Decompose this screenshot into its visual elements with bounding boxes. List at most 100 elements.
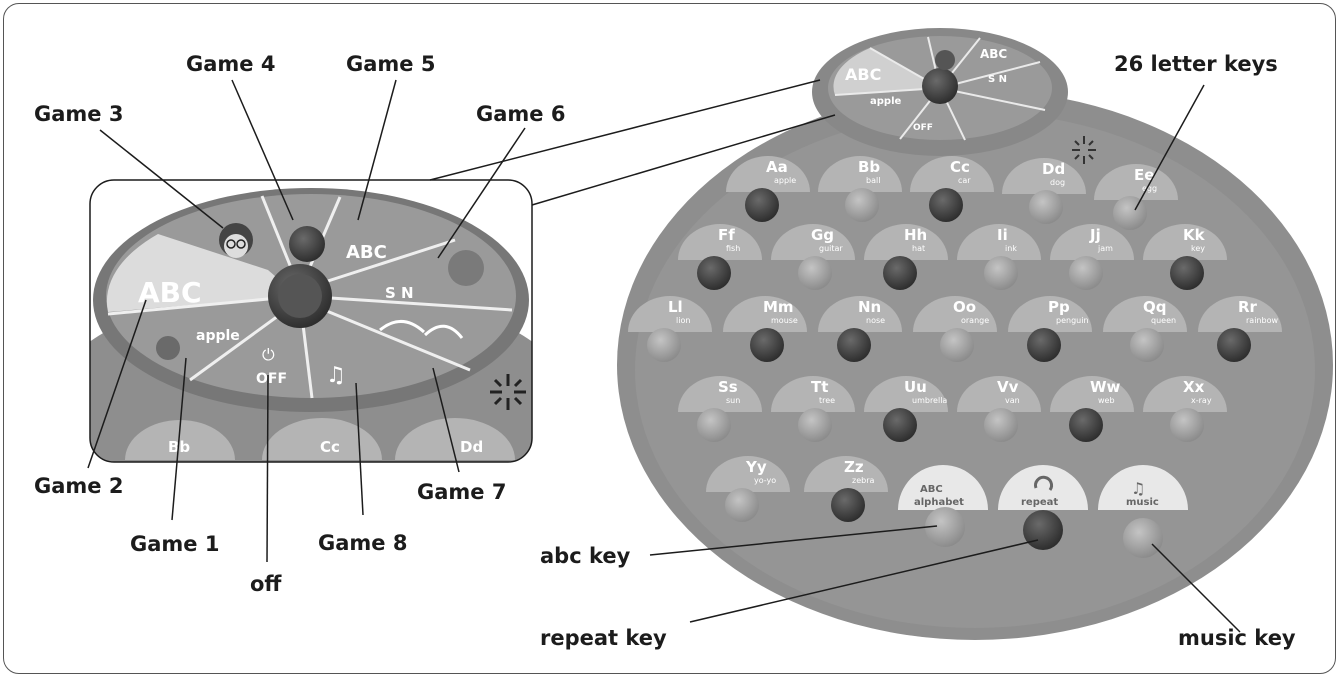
letter-key-word: nose (866, 316, 885, 325)
letter-key-plate (1143, 224, 1227, 260)
letter-key-button[interactable] (1170, 408, 1204, 442)
letter-key-plate (818, 296, 902, 332)
zoom-abc-label: ABC (138, 276, 202, 309)
zoom-off-label: OFF (256, 371, 287, 387)
letter-key-plate (706, 456, 790, 492)
letter-key-button[interactable] (750, 328, 784, 362)
zoom-key-cc: Cc (320, 438, 340, 456)
repeat-key-button[interactable] (1023, 510, 1063, 550)
letter-key-button[interactable] (1029, 190, 1063, 224)
letter-key-word: apple (774, 176, 796, 185)
abc-key-label: alphabet (914, 497, 964, 508)
letter-key-plate (1094, 164, 1178, 200)
letter-key-button[interactable] (883, 256, 917, 290)
letter-key-button[interactable] (725, 488, 759, 522)
letter-key-word: fish (726, 244, 740, 253)
letter-key-button[interactable] (984, 408, 1018, 442)
letter-key-letter: Cc (950, 158, 970, 176)
abc-key-button[interactable] (925, 507, 965, 547)
letter-key-plate (678, 376, 762, 412)
letter-key-letter: Ll (668, 298, 683, 316)
letter-key-word: orange (961, 316, 989, 325)
letter-key-button[interactable] (1069, 408, 1103, 442)
letter-key-word: guitar (819, 244, 843, 253)
letter-key-button[interactable] (883, 408, 917, 442)
letter-key-button[interactable] (845, 188, 879, 222)
letter-key-button[interactable] (798, 408, 832, 442)
letter-key-plate (1198, 296, 1282, 332)
music-key[interactable]: ♫ music (1098, 465, 1188, 558)
zoom-connectors (429, 79, 836, 206)
letter-key-button[interactable] (798, 256, 832, 290)
zoom-abc-sector (106, 234, 298, 312)
letter-key-button[interactable] (1069, 256, 1103, 290)
abc-key[interactable]: ABC alphabet (898, 465, 988, 547)
letter-key-word: jam (1097, 244, 1113, 253)
diagram-frame (3, 3, 1336, 674)
letter-key-button[interactable] (697, 408, 731, 442)
game-8-label: Game 8 (318, 531, 407, 555)
top-dial-sn-label: S N (988, 74, 1007, 85)
game-6-label: Game 6 (476, 102, 565, 126)
letter-key-letter: Ee (1134, 166, 1154, 184)
letter-key-letter: Gg (811, 226, 834, 244)
letter-key-button[interactable] (984, 256, 1018, 290)
repeat-key[interactable]: repeat (998, 465, 1088, 550)
letter-key-button[interactable] (1027, 328, 1061, 362)
letter-key-button[interactable] (1217, 328, 1251, 362)
abc-key-symbol: ABC (920, 484, 943, 495)
letter-key-word: tree (819, 396, 835, 405)
letter-key-plate (726, 156, 810, 192)
top-dial-off-label: OFF (913, 123, 933, 133)
function-keys: ABC alphabet repeat ♫ music (898, 465, 1188, 558)
letter-key-x[interactable]: Xxx-ray (1143, 376, 1227, 442)
letter-key-button[interactable] (831, 488, 865, 522)
game-4-label: Game 4 (186, 52, 275, 76)
letter-key-letter: Rr (1238, 298, 1258, 316)
letter-key-plate (771, 224, 855, 260)
zoom-speaker-icon (490, 374, 526, 410)
letter-key-button[interactable] (929, 188, 963, 222)
letter-key-letter: Vv (997, 378, 1019, 396)
letter-key-button[interactable] (1130, 328, 1164, 362)
letter-key-plate (1143, 376, 1227, 412)
letter-key-button[interactable] (1170, 256, 1204, 290)
letter-key-button[interactable] (1113, 196, 1147, 230)
letter-key-word: ink (1005, 244, 1017, 253)
game-1-label: Game 1 (130, 532, 219, 556)
letter-key-plate (818, 156, 902, 192)
music-key-label: music (1126, 497, 1159, 508)
letter-key-button[interactable] (647, 328, 681, 362)
letter-key-button[interactable] (697, 256, 731, 290)
top-dial-knob[interactable] (922, 68, 958, 104)
music-key-button[interactable] (1123, 518, 1163, 558)
letter-key-button[interactable] (837, 328, 871, 362)
letter-key-button[interactable] (745, 188, 779, 222)
letter-key-button[interactable] (940, 328, 974, 362)
